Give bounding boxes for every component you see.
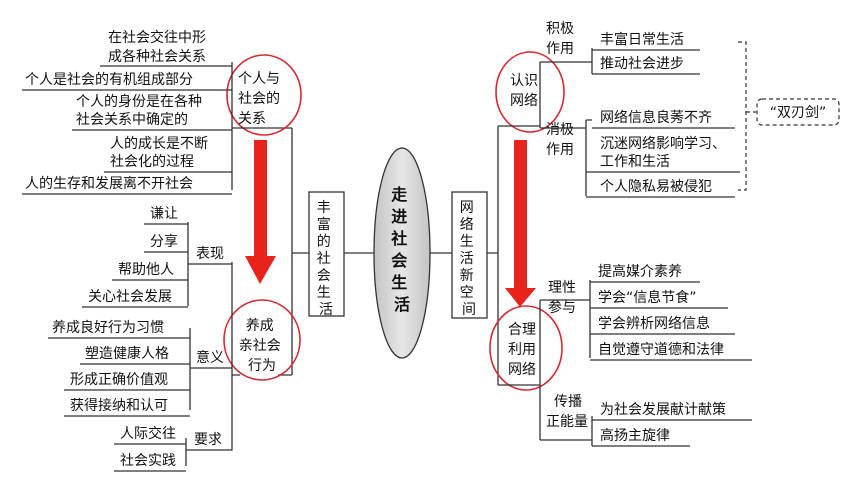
relation-item-2: 个人是社会的有机组成部分	[25, 72, 193, 88]
relation-item-1: 在社会交往中形 成各种社会关系	[108, 29, 210, 65]
requirement-item-2: 社会实践	[120, 453, 176, 469]
prosocial-title: 养成 亲社会 行为	[239, 318, 285, 374]
performance-item-2: 分享	[150, 233, 178, 250]
right-main-bracket	[487, 125, 508, 386]
positive-bracket	[540, 48, 593, 74]
relation-item-3: 个人的身份是在各种 社会关系中确定的	[76, 94, 206, 128]
meaning-label: 意义	[196, 349, 224, 366]
right-main-title: 网 络 生 活 新 空 间	[460, 200, 478, 318]
relation-item-4: 人的成长是不断 社会化的过程	[110, 136, 212, 170]
double-edged-dashed-bracket	[738, 41, 747, 191]
negative-item-1: 网络信息良莠不齐	[600, 109, 712, 126]
center-title: 走 进 社 会 生 活	[390, 185, 413, 314]
left-red-arrow-head	[245, 256, 276, 284]
performance-item-3: 帮助他人	[118, 262, 174, 278]
highlight-circle-know	[495, 51, 565, 133]
performance-item-1: 谦让	[150, 206, 178, 222]
left-red-arrow-shaft	[254, 140, 267, 258]
negative-item-2: 沉迷网络影响学习、 工作和生活	[600, 136, 730, 170]
meaning-bracket	[189, 328, 232, 410]
right-main-box	[451, 191, 488, 319]
negative-item-3: 个人隐私易被侵犯	[600, 178, 712, 195]
double-edged-label: “双刃剑”	[770, 105, 827, 121]
performance-item-4: 关心社会发展	[88, 289, 172, 305]
know-network-title: 认识 网络	[510, 73, 542, 109]
highlight-circle-individual	[226, 54, 302, 136]
meaning-item-2: 塑造健康人格	[85, 345, 169, 362]
negative-label: 消极 作用	[546, 122, 578, 158]
positive-label: 积极 作用	[546, 21, 578, 57]
center-ellipse	[373, 147, 431, 359]
negative-bracket	[540, 119, 592, 196]
rational-item-1: 提高媒介素养	[598, 263, 682, 280]
rational-item-2: 学会“信息节食”	[598, 289, 697, 306]
use-bracket	[508, 300, 541, 440]
highlight-circle-use	[489, 305, 563, 391]
rational-bracket	[540, 280, 591, 358]
performance-label: 表现	[196, 246, 224, 262]
energy-bracket	[540, 416, 593, 446]
know-bracket	[508, 62, 541, 128]
relation-bracket	[231, 62, 278, 190]
meaning-item-4: 获得接纳和认可	[70, 397, 168, 414]
requirement-item-1: 人际交往	[120, 425, 176, 442]
meaning-item-1: 养成良好行为习惯	[52, 319, 164, 336]
energy-item-2: 高扬主旋律	[600, 427, 670, 444]
energy-label: 传播 正能量	[546, 394, 588, 430]
requirement-bracket	[185, 438, 233, 466]
left-main-title: 丰 富 的 社 会 生 活	[317, 200, 335, 318]
right-red-arrow-head	[505, 288, 536, 307]
positive-item-1: 丰富日常生活	[600, 31, 684, 48]
double-edged-box	[756, 98, 840, 126]
meaning-item-3: 形成正确价值观	[70, 372, 168, 388]
rational-item-3: 学会辨析网络信息	[598, 315, 710, 332]
energy-item-1: 为社会发展献计献策	[600, 401, 726, 418]
highlight-circle-prosocial	[223, 299, 301, 381]
prosocial-bracket	[231, 262, 240, 440]
relation-item-5: 人的生存和发展离不开社会	[25, 175, 193, 192]
rational-item-4: 自觉遵守道德和法律	[598, 341, 724, 358]
rational-label: 理性 参与	[548, 280, 580, 316]
right-red-arrow-shaft	[514, 140, 527, 290]
left-main-box	[308, 191, 345, 317]
performance-bracket	[187, 222, 232, 306]
requirement-label: 要求	[194, 432, 222, 448]
use-network-title: 合理 利用 网络	[508, 322, 540, 378]
left-main-bracket	[278, 127, 309, 376]
positive-item-2: 推动社会进步	[600, 56, 684, 72]
individual-society-title: 个人与 社会的 关系	[238, 71, 284, 127]
